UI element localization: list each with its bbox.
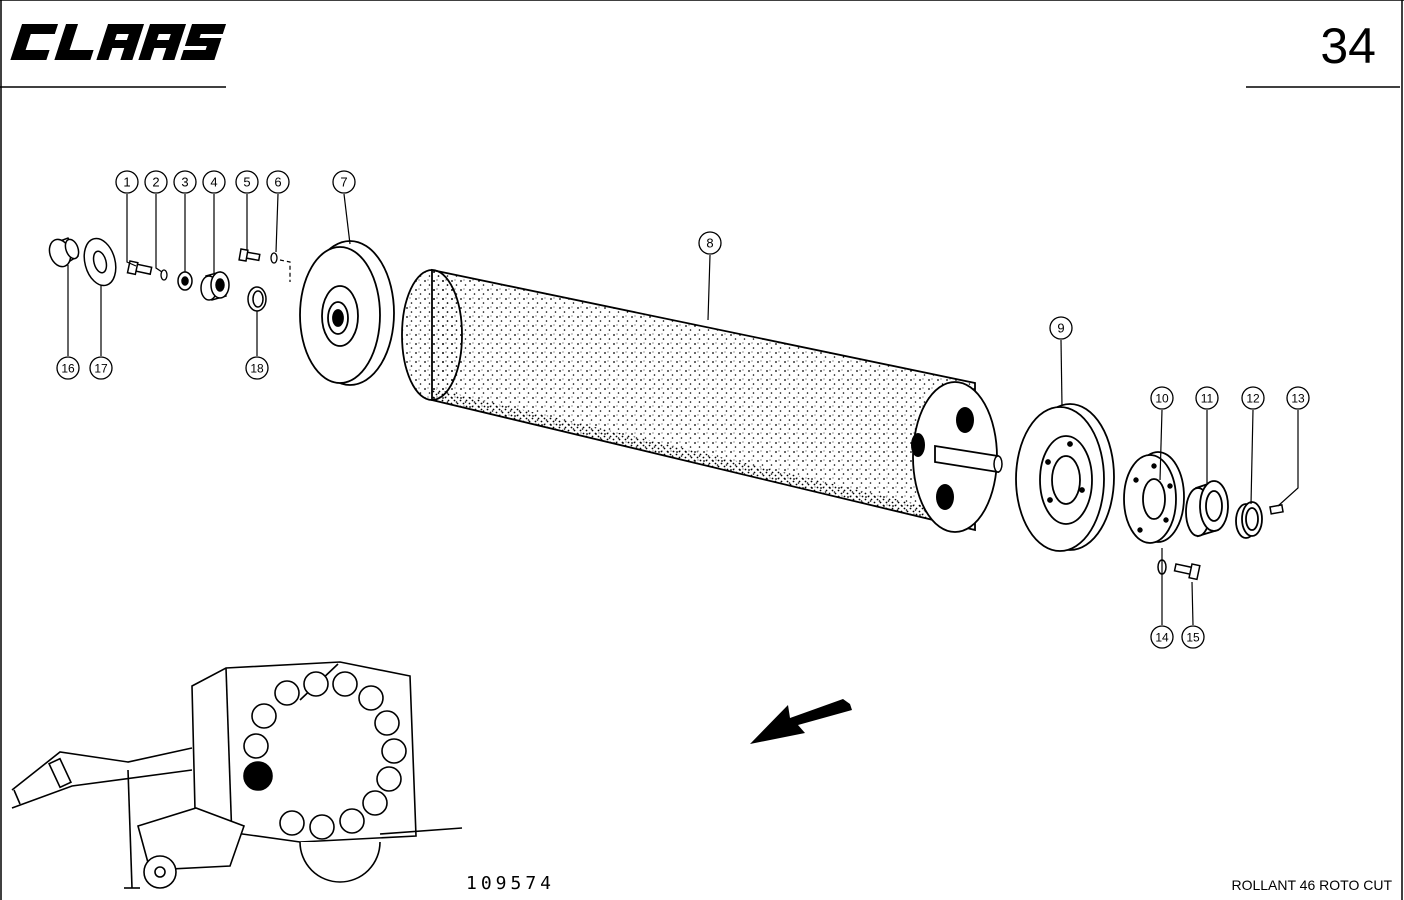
part-2-washer	[160, 269, 168, 281]
callout-15: 15	[1181, 625, 1205, 649]
claas-logo	[10, 24, 227, 60]
callout-label: 7	[340, 175, 347, 190]
part-3-nut	[177, 271, 193, 291]
callout-17: 17	[89, 356, 113, 380]
part-4-bearing	[200, 271, 230, 301]
callout-label: 12	[1246, 392, 1260, 406]
part-15-bolt	[1173, 563, 1201, 581]
callout-label: 14	[1155, 631, 1169, 645]
part-13-grease-nipple	[1269, 504, 1284, 515]
callout-circle	[332, 170, 356, 194]
callout-circle	[1049, 316, 1073, 340]
callout-label: 2	[152, 175, 159, 190]
callout-label: 1	[123, 175, 130, 190]
callout-label: 16	[61, 362, 75, 376]
part-7-end-plate	[299, 240, 395, 386]
callout-label: 4	[210, 175, 217, 190]
callout-6: 6	[266, 170, 290, 194]
callout-4: 4	[202, 170, 226, 194]
callout-10: 10	[1150, 386, 1174, 410]
callout-7: 7	[332, 170, 356, 194]
assembly-leader	[279, 259, 291, 282]
callout-3: 3	[173, 170, 197, 194]
page-number: 34	[1320, 18, 1376, 74]
callout-11: 11	[1195, 386, 1219, 410]
callout-label: 18	[250, 362, 264, 376]
part-10-flange	[1123, 451, 1185, 544]
callout-12: 12	[1241, 386, 1265, 410]
part-5-bolt	[238, 248, 261, 262]
part-1-bolt	[126, 260, 153, 276]
part-16-bushing	[48, 237, 80, 268]
callout-label: 10	[1155, 392, 1169, 406]
callout-circle	[235, 170, 259, 194]
machine-location-thumbnail	[11, 661, 463, 889]
callout-1: 1	[115, 170, 139, 194]
callout-label: 9	[1057, 321, 1064, 336]
callout-16: 16	[56, 356, 80, 380]
callout-label: 3	[181, 175, 188, 190]
part-12-ring	[1235, 501, 1263, 539]
callout-circle	[144, 170, 168, 194]
part-8-roller	[401, 268, 1003, 533]
callout-circle	[1195, 386, 1219, 410]
callout-label: 11	[1201, 392, 1214, 406]
callout-circle	[202, 170, 226, 194]
callout-circle	[698, 231, 722, 255]
callout-label: 6	[274, 175, 281, 190]
callout-8: 8	[698, 231, 722, 255]
callout-circle	[1150, 386, 1174, 410]
callout-label: 8	[706, 236, 713, 251]
callout-label: 5	[243, 175, 250, 190]
callout-circle	[245, 356, 269, 380]
drawing-number: 109574	[466, 873, 556, 894]
callout-circle	[1181, 625, 1205, 649]
part-11-bearing	[1185, 480, 1229, 538]
part-9-end-plate	[1015, 403, 1115, 552]
part-18-seal	[247, 286, 267, 312]
callout-circle	[266, 170, 290, 194]
callout-5: 5	[235, 170, 259, 194]
callout-circle	[1150, 625, 1174, 649]
callout-circle	[115, 170, 139, 194]
callout-label: 15	[1186, 631, 1200, 645]
callout-9: 9	[1049, 316, 1073, 340]
callout-circle	[173, 170, 197, 194]
part-17-washer	[83, 237, 117, 287]
callout-circle	[1241, 386, 1265, 410]
callout-label: 17	[94, 362, 108, 376]
callout-circle	[1286, 386, 1310, 410]
callout-label: 13	[1291, 392, 1305, 406]
callout-circle	[56, 356, 80, 380]
callout-2: 2	[144, 170, 168, 194]
callout-14: 14	[1150, 625, 1174, 649]
callout-circle	[89, 356, 113, 380]
callout-13: 13	[1286, 386, 1310, 410]
callout-18: 18	[245, 356, 269, 380]
direction-arrow-icon	[750, 699, 852, 744]
leader-lines	[67, 193, 1299, 626]
model-name: ROLLANT 46 ROTO CUT	[1231, 877, 1392, 893]
part-6-washer	[270, 252, 278, 264]
